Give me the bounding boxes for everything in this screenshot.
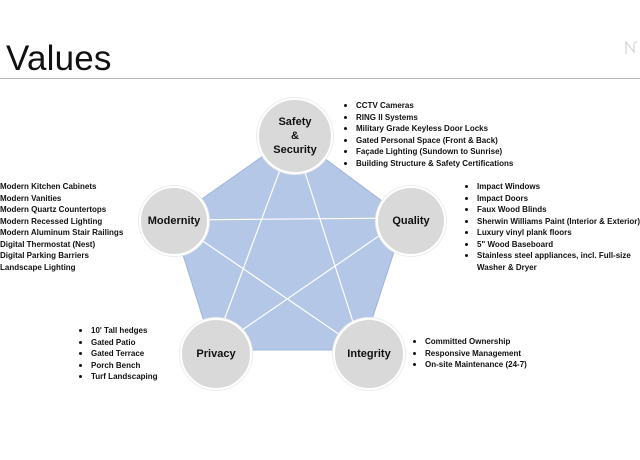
node-safety-label: Safety & Security [273, 116, 317, 156]
star-line [171, 217, 406, 221]
list-item: Luxury vinyl plank floors [463, 227, 640, 239]
list-item: Gated Patio [77, 337, 158, 349]
list-item-continuation: Washer & Dryer [477, 262, 537, 272]
node-safety-security: Safety & Security [257, 98, 333, 174]
privacy-features-list: 10' Tall hedges Gated Patio Gated Terrac… [77, 325, 158, 383]
list-item: Gated Personal Space (Front & Back) [342, 135, 513, 147]
list-item: Landscape Lighting [0, 262, 76, 272]
list-item: Gated Terrace [77, 348, 158, 360]
modernity-features-list: Modern Kitchen Cabinets Modern Vanities … [0, 181, 123, 273]
list-item: 10' Tall hedges [77, 325, 158, 337]
slide-title: Values [6, 39, 112, 78]
list-item: On-site Maintenance (24-7) [411, 359, 527, 371]
list-item: Modern Vanities [0, 193, 62, 203]
list-item: RING II Systems [342, 112, 513, 124]
node-modernity: Modernity [139, 186, 209, 256]
list-item: Modern Quartz Countertops [0, 205, 107, 214]
node-quality-label: Quality [392, 215, 430, 227]
node-integrity-label: Integrity [347, 348, 391, 360]
list-item: Modern Aluminum Stair Railings [0, 228, 124, 237]
list-item: CCTV Cameras [342, 100, 513, 112]
star-line [212, 217, 406, 351]
list-item: Committed Ownership [411, 336, 527, 348]
corner-logo-icon [625, 40, 638, 54]
list-item: Digital Parking Barriers [0, 251, 89, 260]
list-item: Porch Bench [77, 360, 158, 372]
list-item: 5" Wood Baseboard [463, 239, 640, 251]
star-line [171, 219, 363, 351]
node-privacy-label: Privacy [196, 348, 236, 360]
star-lines [171, 134, 406, 351]
node-privacy: Privacy [180, 318, 252, 390]
list-item: Sherwin Williams Paint (Interior & Exter… [463, 216, 640, 228]
integrity-features-list: Committed Ownership Responsive Managemen… [411, 336, 527, 371]
quality-features-list: Impact Windows Impact Doors Faux Wood Bl… [463, 181, 640, 273]
list-item: Digital Thermostat (Nest) [0, 239, 96, 249]
list-item: Military Grade Keyless Door Locks [342, 123, 513, 135]
node-quality: Quality [376, 186, 446, 256]
list-item: Impact Windows [463, 181, 640, 193]
list-item: Building Structure & Safety Certificatio… [342, 158, 513, 170]
list-item: Responsive Management [411, 348, 527, 360]
list-item: Turf Landscaping [77, 371, 158, 383]
list-item: Modern Recessed Lighting [0, 216, 103, 226]
list-item: Impact Doors [463, 193, 640, 205]
list-item: Modern Kitchen Cabinets [0, 182, 97, 191]
safety-features-list: CCTV Cameras RING II Systems Military Gr… [342, 100, 513, 169]
node-modernity-label: Modernity [147, 215, 201, 227]
list-item: Stainless steel appliances, incl. Full-s… [463, 250, 640, 262]
list-item: Façade Lighting (Sundown to Sunrise) [342, 146, 513, 158]
title-divider [0, 78, 640, 79]
list-item: Faux Wood Blinds [463, 204, 640, 216]
node-integrity: Integrity [333, 318, 405, 390]
